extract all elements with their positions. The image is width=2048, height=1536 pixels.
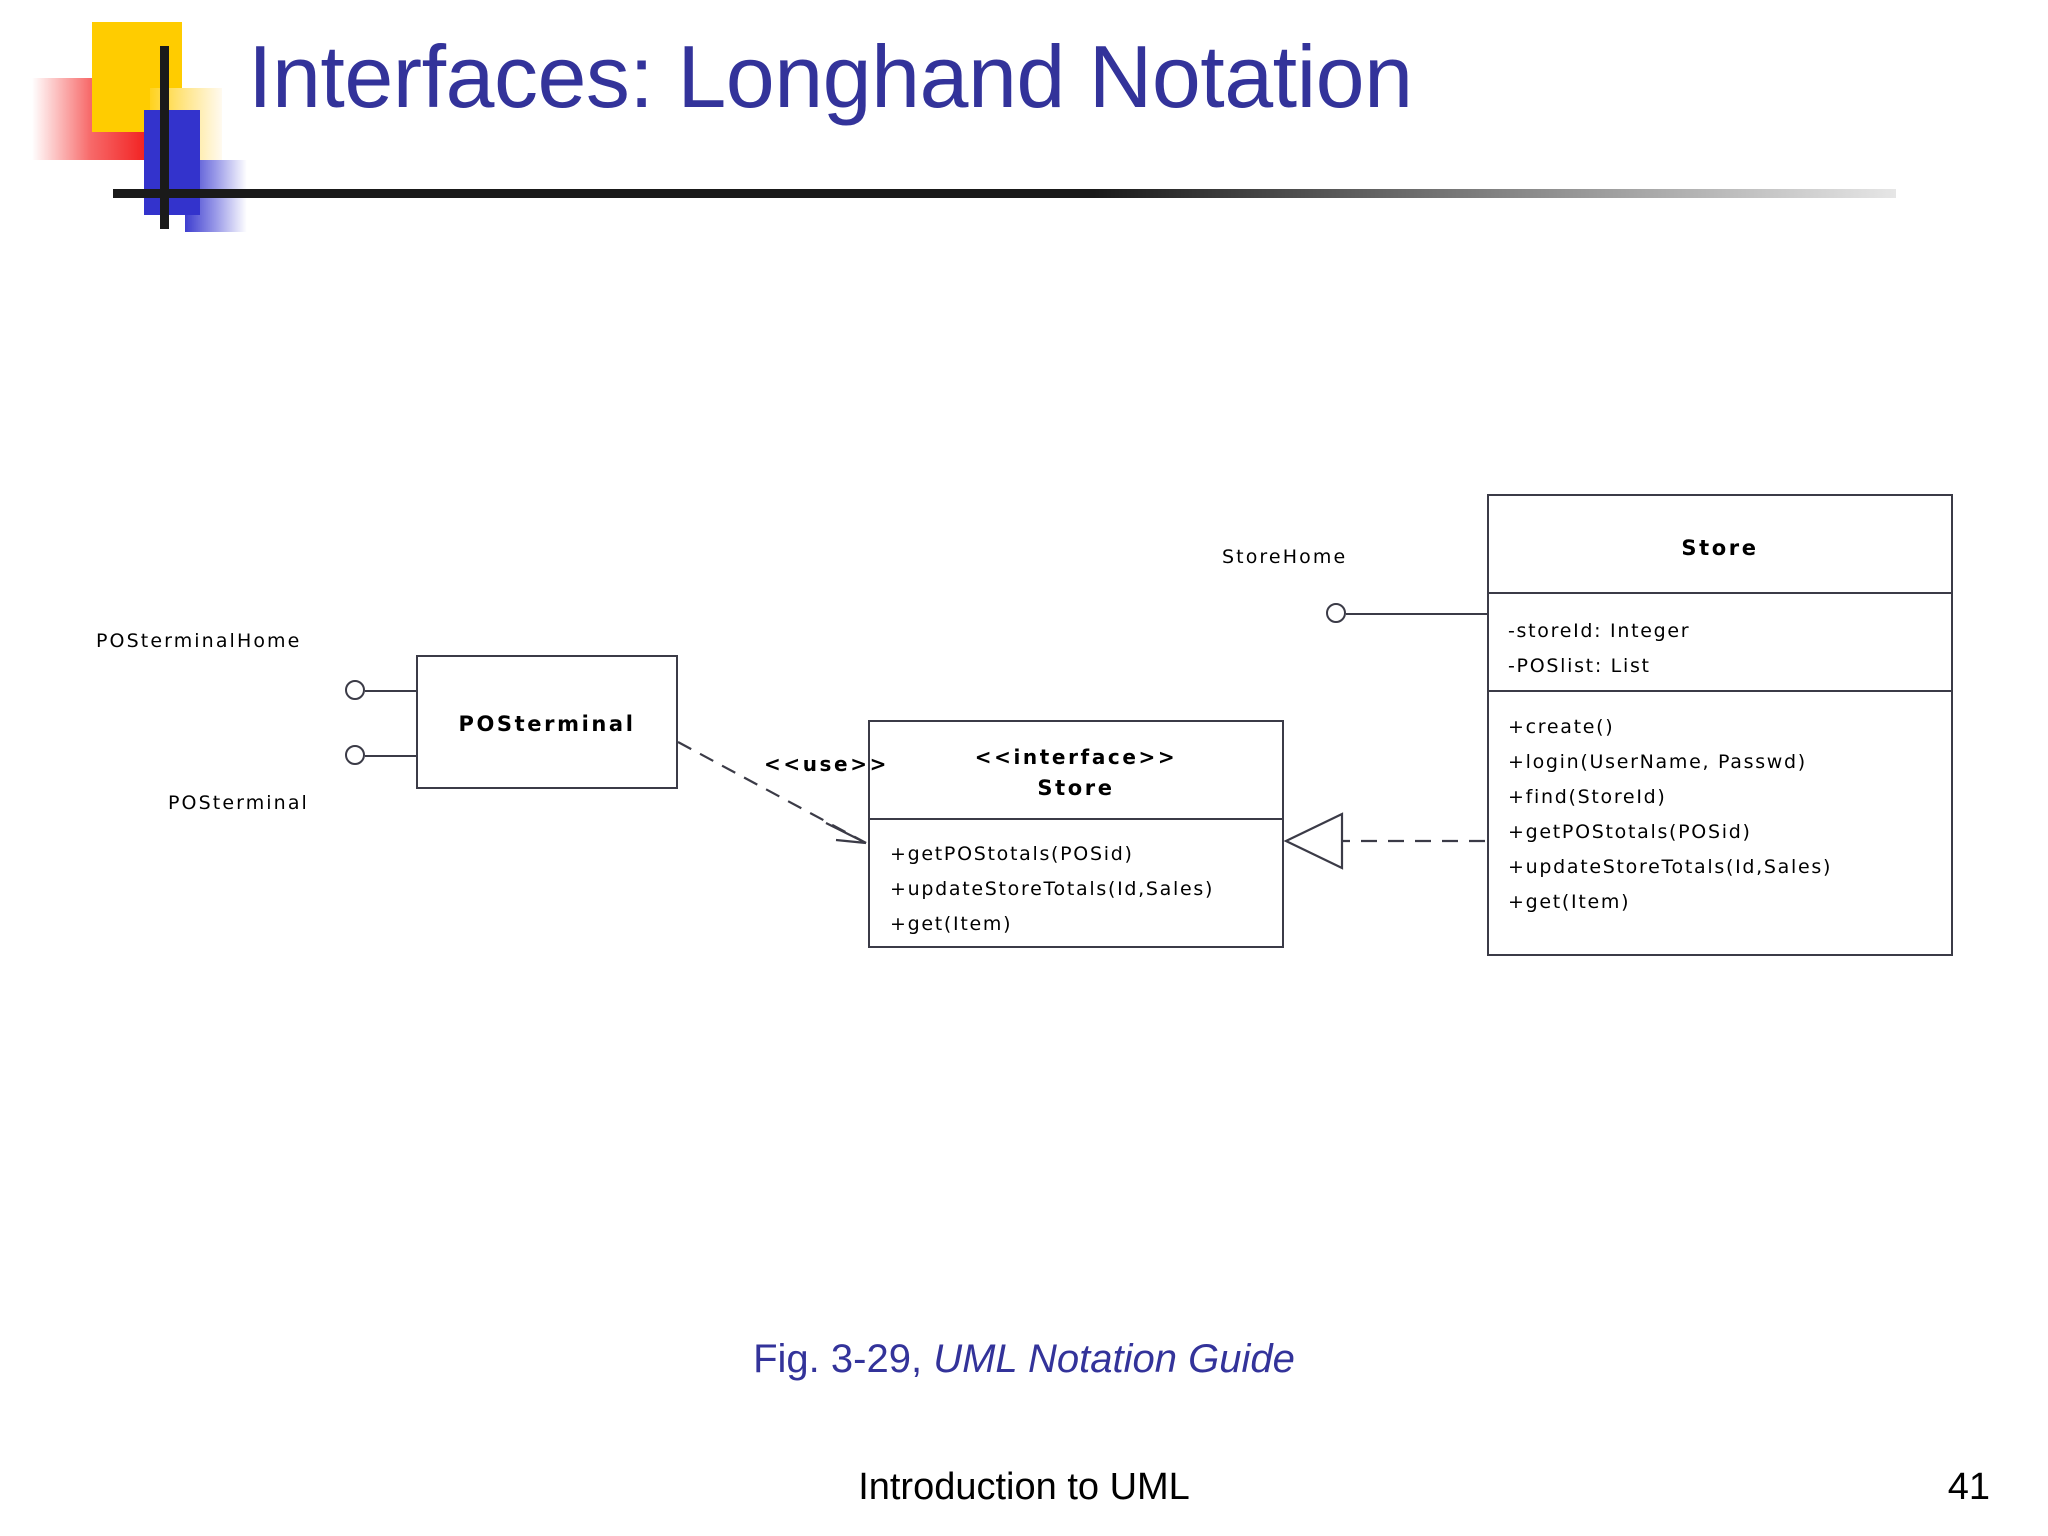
interface-label-storehome: StoreHome (1222, 546, 1348, 568)
class-operation: +create() (1508, 716, 1615, 738)
interface-operation: +getPOStotals(POSid) (890, 843, 1134, 865)
class-operation: +find(StoreId) (1508, 786, 1667, 808)
interface-stereotype: <<interface>> (974, 745, 1178, 769)
lollipop-ball-storehome (1326, 603, 1346, 623)
class-operation: +login(UserName, Passwd) (1508, 751, 1807, 773)
class-operation: +updateStoreTotals(Id,Sales) (1508, 856, 1833, 878)
dependency-label-use: <<use>> (764, 752, 889, 776)
class-box-posterminal[interactable] (416, 655, 678, 789)
class-name-store: Store (1681, 536, 1759, 560)
class-box-store[interactable] (1487, 494, 1953, 956)
class-operation: +getPOStotals(POSid) (1508, 821, 1752, 843)
class-attribute: -POSlist: List (1508, 655, 1651, 677)
lollipop-ball-posterminalhome (345, 680, 365, 700)
class-attribute: -storeId: Integer (1508, 620, 1691, 642)
lollipop-stem-storehome (1346, 613, 1488, 615)
interface-box-store[interactable] (868, 720, 1284, 948)
title-underline-rule (113, 189, 1896, 198)
interface-name-store: Store (1037, 776, 1115, 800)
lollipop-stem-posterminalhome (365, 690, 420, 692)
class-box-store-divider-ops (1487, 690, 1953, 692)
interface-operation: +updateStoreTotals(Id,Sales) (890, 878, 1215, 900)
class-box-store-divider-attrs (1487, 592, 1953, 594)
realization-arrow (1283, 812, 1485, 870)
figure-caption-title: UML Notation Guide (933, 1337, 1295, 1381)
class-operation: +get(Item) (1508, 891, 1631, 913)
interface-box-divider (868, 818, 1284, 820)
figure-caption-prefix: Fig. 3-29, (753, 1337, 923, 1381)
lollipop-ball-posterminal (345, 745, 365, 765)
interface-label-posterminal: POSterminal (168, 792, 309, 814)
interface-operation: +get(Item) (890, 913, 1013, 935)
class-name-posterminal: POSterminal (458, 712, 636, 736)
interface-label-posterminalhome: POSterminalHome (96, 630, 302, 652)
page-title: Interfaces: Longhand Notation (248, 27, 1413, 126)
lollipop-stem-posterminal (365, 755, 420, 757)
footer-text: Introduction to UML (858, 1466, 1190, 1508)
logo-vertical-bar (160, 46, 169, 229)
figure-caption: Fig. 3-29, UML Notation Guide (0, 1337, 2048, 1382)
footer-page-number: 41 (1947, 1466, 1990, 1508)
logo-blue-square (144, 110, 200, 215)
